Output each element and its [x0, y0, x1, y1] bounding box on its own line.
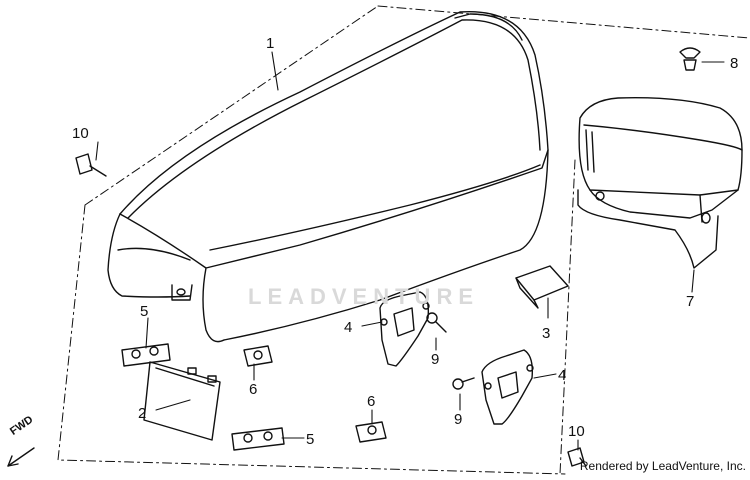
callout-8: 8 — [730, 55, 738, 72]
fastener-8-part — [679, 47, 701, 71]
callout-5-lower: 5 — [306, 431, 314, 448]
seat-part — [107, 10, 549, 343]
watermark-text: LEADVENTURE — [248, 284, 480, 309]
rear-cowl-part — [577, 97, 743, 269]
callout-3: 3 — [542, 325, 550, 342]
callout-9-lower: 9 — [454, 411, 462, 428]
bolt-lower-part — [452, 377, 475, 390]
nut-lower-part — [355, 421, 387, 443]
callout-10-upper: 10 — [72, 125, 89, 142]
bolt-upper-part — [426, 312, 447, 333]
bolt-10-lower-part — [567, 447, 587, 467]
bolt-10-upper-part — [75, 153, 107, 177]
assembly-boundary — [57, 5, 750, 475]
callout-4-lower: 4 — [558, 367, 566, 384]
fwd-arrow-icon — [7, 447, 35, 467]
callout-4-upper: 4 — [344, 319, 352, 336]
clip-lower-part — [231, 427, 285, 451]
rubber-block-part — [515, 265, 569, 309]
callout-labels: 1 2 3 4 4 5 5 6 6 7 8 9 9 10 10 — [72, 35, 738, 448]
callout-2: 2 — [138, 405, 146, 422]
clip-upper-part — [121, 343, 171, 367]
pad-part — [143, 361, 221, 441]
callout-7: 7 — [686, 293, 694, 310]
callout-10-lower: 10 — [568, 423, 585, 440]
credit-text: Rendered by LeadVenture, Inc. — [579, 459, 746, 473]
callout-6-lower: 6 — [367, 393, 375, 410]
callout-1: 1 — [266, 35, 274, 52]
bracket-upper-part — [379, 291, 430, 367]
bracket-lower-part — [481, 349, 534, 425]
nut-upper-part — [243, 345, 273, 367]
callout-6-upper: 6 — [249, 381, 257, 398]
leader-lines — [95, 51, 725, 451]
callout-9-upper: 9 — [431, 351, 439, 368]
callout-5-upper: 5 — [140, 303, 148, 320]
